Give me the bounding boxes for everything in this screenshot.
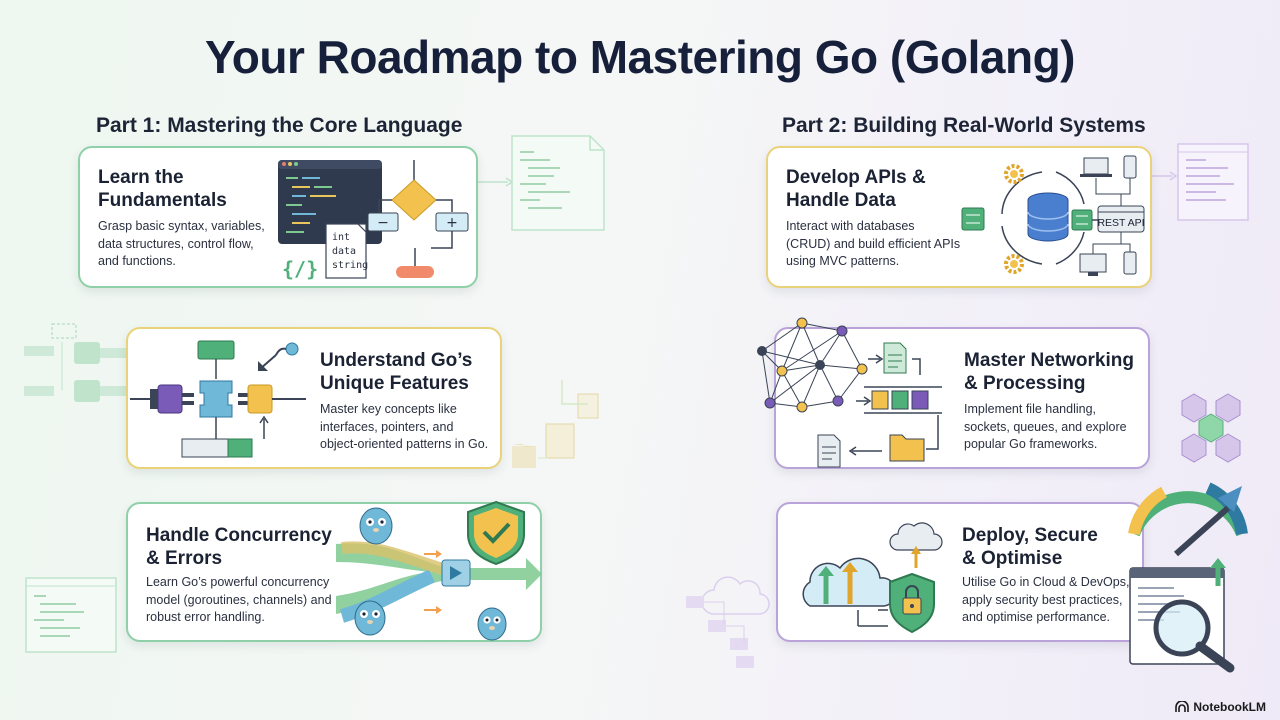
flow-plus-label: + bbox=[446, 215, 458, 231]
card-desc-line: apply security best practices, bbox=[962, 592, 1123, 607]
connector-arrow-right-icon bbox=[1150, 171, 1178, 181]
lock-icon bbox=[902, 585, 922, 615]
plug-decoration-icon bbox=[24, 323, 128, 402]
card-desc-line: Learn Go’s powerful concurrency bbox=[146, 575, 330, 589]
card-desc-line: Utilise Go in Cloud & DevOps, bbox=[962, 575, 1130, 589]
card-desc-line: (CRUD) and build efficient APIs bbox=[786, 236, 961, 251]
database-icon bbox=[1027, 192, 1069, 242]
card-title-line1: Understand Go’s bbox=[320, 350, 473, 371]
card-desc-line: model (goroutines, channels) and bbox=[146, 592, 332, 607]
card-desc-line: Interact with databases bbox=[786, 219, 915, 233]
card-title-line1: Master Networking bbox=[964, 350, 1134, 371]
code-sheet-icon bbox=[511, 135, 605, 231]
goroutine-channels-illustration bbox=[336, 500, 542, 641]
cloud-network-decoration-icon bbox=[686, 576, 770, 668]
notebooklm-logo-icon bbox=[1175, 701, 1190, 712]
code-flowchart-illustration: − + int data string {/} bbox=[278, 160, 469, 281]
gopher-icon bbox=[477, 607, 507, 641]
type-data-label: data bbox=[332, 246, 356, 257]
network-graph-illustration bbox=[757, 317, 942, 468]
phone-icon bbox=[1123, 251, 1137, 275]
monitor-icon bbox=[1079, 253, 1107, 276]
hexagon-cubes-icon bbox=[1181, 393, 1241, 463]
code-sheet-small-icon bbox=[25, 577, 117, 653]
flow-minus-label: − bbox=[377, 215, 389, 231]
part2-heading: Part 2: Building Real-World Systems bbox=[782, 114, 1146, 137]
performance-gauge-illustration bbox=[1128, 482, 1248, 673]
card-desc-line: robust error handling. bbox=[146, 610, 265, 624]
card-deploy-secure[interactable]: Deploy, Secure& Optimise Utilise Go in C… bbox=[776, 502, 1144, 642]
card-desc-line: data structures, control flow, bbox=[98, 236, 254, 251]
card-desc-line: Master key concepts like bbox=[320, 402, 457, 416]
page-title: Your Roadmap to Mastering Go (Golang) bbox=[205, 31, 1076, 83]
type-string-label: string bbox=[332, 260, 368, 271]
card-apis-data[interactable]: Develop APIs &Handle Data Interact with … bbox=[766, 146, 1152, 288]
card-desc-line: interfaces, pointers, and bbox=[320, 419, 454, 434]
brand-label: NotebookLM bbox=[1193, 700, 1266, 714]
card-desc-line: and functions. bbox=[98, 254, 176, 268]
notebooklm-brand: NotebookLM bbox=[1175, 700, 1266, 714]
card-title-line1: Learn the bbox=[98, 167, 184, 188]
card-desc-line: Implement file handling, bbox=[964, 402, 1097, 416]
part1-heading: Part 1: Mastering the Core Language bbox=[96, 114, 463, 137]
cloud-security-illustration bbox=[802, 522, 943, 634]
card-title-line1: Handle Concurrency bbox=[146, 525, 332, 546]
database-api-illustration: REST API bbox=[961, 155, 1145, 276]
card-desc-line: sockets, queues, and explore bbox=[964, 419, 1127, 434]
connector-arrow-icon bbox=[478, 177, 514, 187]
card-desc-line: Grasp basic syntax, variables, bbox=[98, 219, 265, 233]
card-networking-processing[interactable]: Master Networking& Processing Implement … bbox=[757, 317, 1150, 469]
card-desc-line: popular Go frameworks. bbox=[964, 437, 1098, 451]
card-title-line2: Handle Data bbox=[786, 190, 896, 211]
gopher-icon bbox=[359, 507, 393, 545]
card-title-line1: Deploy, Secure bbox=[962, 525, 1098, 546]
rest-api-label: REST API bbox=[1097, 217, 1144, 229]
type-int-label: int bbox=[332, 232, 350, 243]
gear-icon bbox=[1004, 164, 1024, 184]
card-title-line2: Unique Features bbox=[320, 373, 469, 394]
card-desc-line: object-oriented patterns in Go. bbox=[320, 437, 489, 451]
doc-decoration-icon bbox=[1177, 143, 1249, 221]
gear-icon bbox=[1004, 254, 1024, 274]
cloud-icon bbox=[889, 522, 943, 551]
document-icon bbox=[883, 342, 907, 374]
card-title-line2: & Optimise bbox=[962, 548, 1063, 569]
gopher-icon bbox=[354, 600, 386, 636]
laptop-icon bbox=[1080, 157, 1112, 177]
card-title-line2: & Processing bbox=[964, 373, 1086, 394]
folder-icon bbox=[889, 434, 925, 462]
card-desc-line: using MVC patterns. bbox=[786, 254, 900, 268]
card-title-line2: Fundamentals bbox=[98, 190, 227, 211]
code-brace-icon: {/} bbox=[282, 257, 318, 281]
document-icon bbox=[817, 434, 841, 468]
card-title-line2: & Errors bbox=[146, 548, 223, 569]
card-desc-line: and optimise performance. bbox=[962, 610, 1110, 624]
card-concurrency-errors[interactable]: Handle Concurrency& Errors Learn Go’s po… bbox=[126, 500, 542, 642]
phone-icon bbox=[1123, 155, 1137, 179]
folder-flow-decoration-icon bbox=[512, 380, 599, 468]
magnifier-icon bbox=[1153, 599, 1235, 673]
interface-plug-illustration bbox=[130, 340, 306, 458]
card-title-line1: Develop APIs & bbox=[786, 167, 926, 188]
